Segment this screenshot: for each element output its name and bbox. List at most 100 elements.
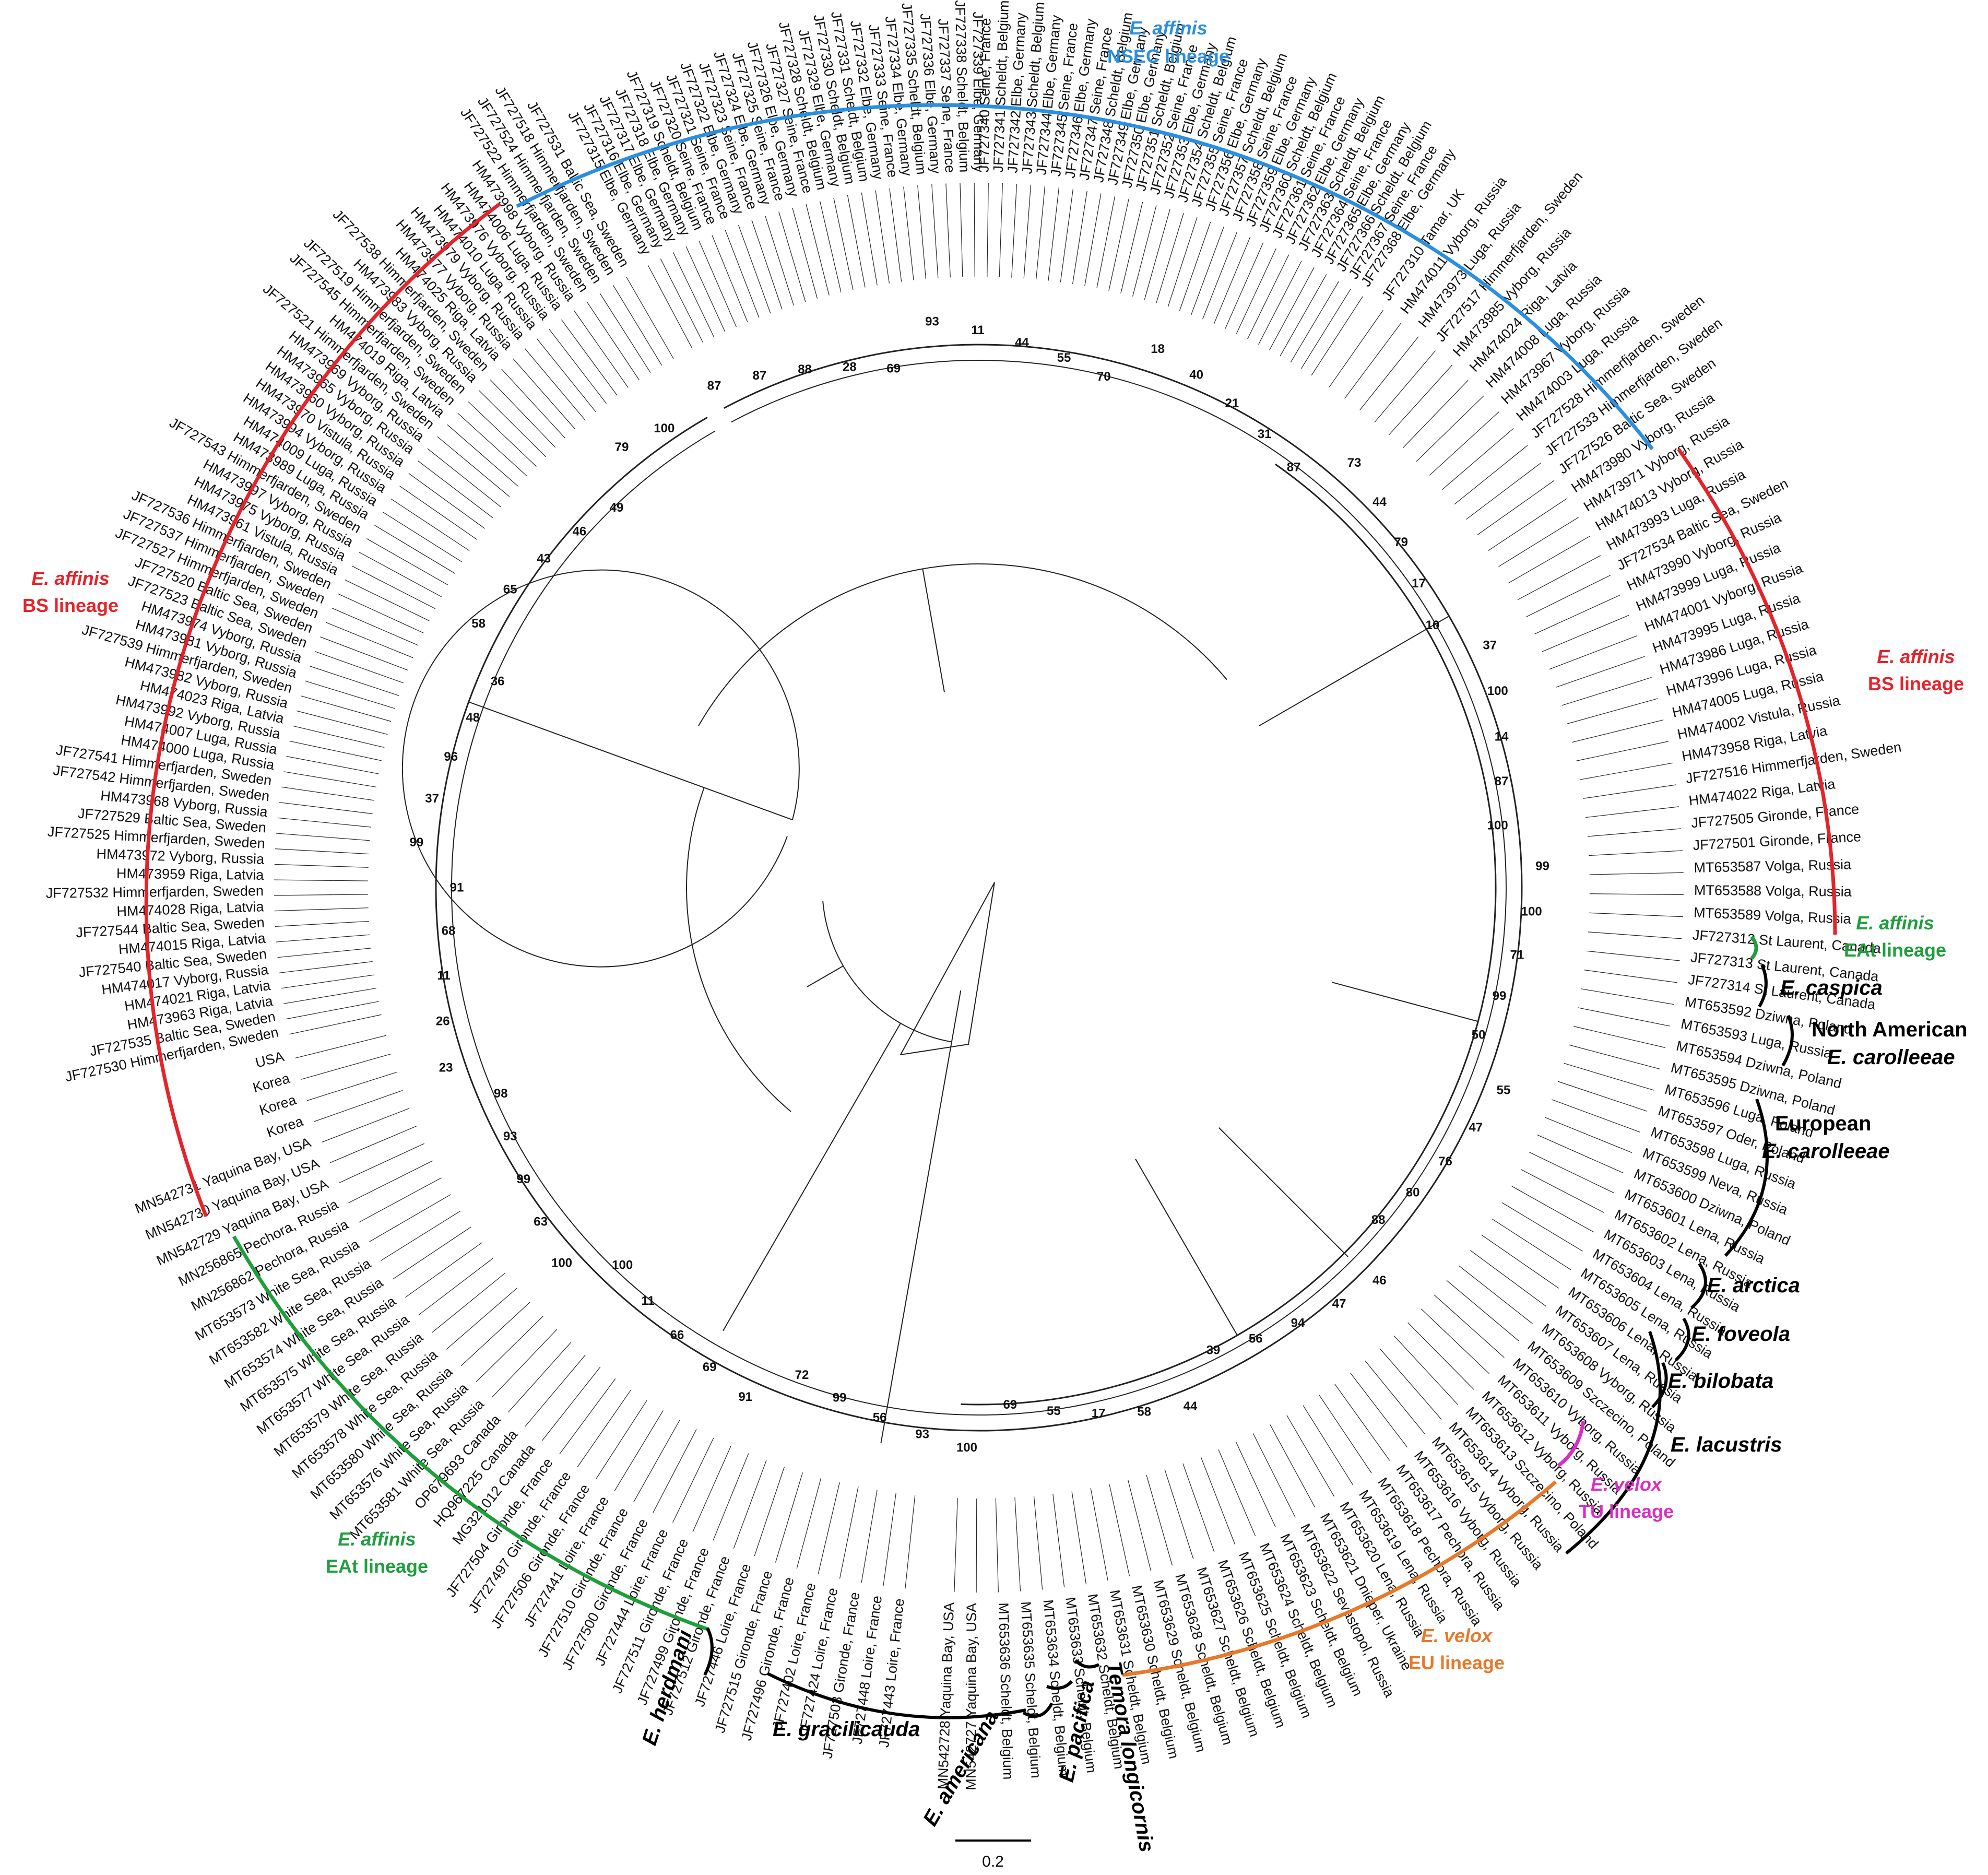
leaf-branch xyxy=(418,1258,494,1316)
bootstrap-value: 69 xyxy=(703,1360,717,1374)
leaf-branch xyxy=(1156,213,1184,303)
leaf-branch xyxy=(405,1242,482,1298)
bootstrap-value: 99 xyxy=(410,835,424,850)
bootstrap-value: 49 xyxy=(610,501,624,515)
bootstrap-value: 69 xyxy=(1003,1398,1017,1412)
leaf-branch xyxy=(1549,635,1638,670)
eu-carolleeae-bracket xyxy=(1724,1099,1769,1257)
leaf-branch xyxy=(1583,784,1676,799)
leaf-branch xyxy=(374,525,455,574)
leaf-branch xyxy=(806,204,830,296)
caspica-bracket xyxy=(1758,964,1768,1008)
leaf-branch xyxy=(1434,1294,1505,1358)
na-carolleeae-bracket xyxy=(1781,1015,1794,1067)
leaf-branch xyxy=(289,1014,382,1035)
leaf-branch xyxy=(286,756,379,774)
leaf-branch xyxy=(524,348,586,421)
bootstrap-value: 76 xyxy=(1438,1154,1452,1169)
leaf-branch xyxy=(751,220,783,310)
bootstrap-value: 100 xyxy=(956,1441,977,1455)
foveola-bracket xyxy=(1674,1317,1690,1362)
leaf-branch xyxy=(1286,1415,1334,1497)
nsec-title: E. affinis xyxy=(1129,17,1207,39)
bootstrap-value: 99 xyxy=(516,1172,530,1186)
bootstrap-value: 71 xyxy=(1510,948,1524,962)
leaf-branch xyxy=(277,817,371,828)
eu-label: E. velox EU lineage xyxy=(1409,1625,1505,1673)
bootstrap-value: 100 xyxy=(612,1258,633,1272)
leaf-branch xyxy=(1508,536,1590,584)
leaf-branch xyxy=(1567,698,1658,724)
leaf-branch xyxy=(861,1490,878,1583)
bootstrap-value: 94 xyxy=(1291,1316,1305,1330)
bootstrap-value: 80 xyxy=(1406,1185,1420,1199)
leaf-branch xyxy=(338,1143,424,1184)
stem xyxy=(1135,1159,1238,1336)
leaf-branch xyxy=(905,1495,916,1589)
eat-right-label: E. affinis EAt lineage xyxy=(1844,912,1946,961)
leaf-branch xyxy=(1146,1475,1173,1566)
leaf-branch xyxy=(326,622,413,658)
species-brackets xyxy=(703,964,1794,1719)
leaf-branch xyxy=(1454,445,1528,505)
leaf-branch xyxy=(1498,517,1579,567)
leaf-branch xyxy=(1300,288,1351,369)
bootstrap-value: 44 xyxy=(1184,1399,1198,1413)
bootstrap-value: 99 xyxy=(1493,989,1507,1003)
lacustris-bracket xyxy=(1565,1331,1662,1555)
bootstrap-value: 17 xyxy=(1092,1406,1106,1420)
leaf-branch xyxy=(1542,615,1629,652)
leaf-branch xyxy=(274,879,369,881)
leaf-label: Korea xyxy=(257,1092,299,1118)
leaf-branch xyxy=(359,551,442,597)
leaf-branch xyxy=(1247,254,1289,339)
leaf-branch xyxy=(513,358,576,430)
gracilicauda-arc xyxy=(822,901,952,1043)
leaf-branch xyxy=(279,961,373,973)
eat-left-title: E. affinis xyxy=(338,1528,416,1550)
leaf-branch xyxy=(796,1478,822,1569)
bootstrap-value: 91 xyxy=(738,1390,752,1404)
bootstrap-value: 46 xyxy=(573,524,587,538)
eu-arc xyxy=(1122,1480,1557,1677)
bootstrap-value: 100 xyxy=(1521,904,1542,918)
tree-branches xyxy=(274,183,1684,1593)
leaf-branch xyxy=(1581,988,1674,1005)
leaf-label: MT653636 Scheldt, Belgium xyxy=(996,1602,1016,1780)
bootstrap-value: 11 xyxy=(971,323,984,337)
bootstrap-value: 93 xyxy=(925,315,939,329)
leaf-branch xyxy=(332,607,419,646)
leaf-branch xyxy=(1470,1250,1546,1307)
leaf-branch xyxy=(1033,1496,1043,1590)
leaf-branch xyxy=(476,1315,544,1382)
leaf-branch xyxy=(1128,1480,1152,1572)
bootstrap-value: 39 xyxy=(1206,1343,1221,1358)
leaf-branch xyxy=(692,1446,731,1532)
leaf-branch xyxy=(1529,1152,1615,1194)
bilobata-bracket xyxy=(1651,1362,1668,1409)
scale-bar: 0.2 xyxy=(955,1839,1031,1870)
leaf-label: JF727339 Elbe, Germany xyxy=(970,11,987,172)
leaf-branch xyxy=(765,216,794,306)
leaf-branch xyxy=(1526,574,1611,617)
leaf-branch xyxy=(314,651,404,683)
leaf-branch xyxy=(725,230,760,318)
leaf-branch xyxy=(954,1498,958,1593)
tu-arc xyxy=(1557,1421,1585,1467)
leaf-branch xyxy=(960,183,963,277)
leaf-branch xyxy=(1218,1449,1256,1537)
leaf-branch xyxy=(754,1466,785,1556)
bootstrap-value: 100 xyxy=(1487,818,1508,832)
stem xyxy=(1218,1127,1348,1257)
stem xyxy=(1331,982,1478,1022)
leaf-branch xyxy=(1584,970,1677,983)
leaf-branch xyxy=(1407,1322,1474,1390)
bootstrap-value: 58 xyxy=(471,617,486,631)
gracilicauda-bracket xyxy=(766,1672,1026,1719)
leaf-branch xyxy=(1588,931,1682,939)
leaf-branch xyxy=(1589,872,1684,875)
leaf-branch xyxy=(995,1498,999,1593)
leaf-branch xyxy=(713,1453,749,1541)
leaf-branch xyxy=(1036,185,1046,280)
leaf-branch xyxy=(875,190,890,284)
